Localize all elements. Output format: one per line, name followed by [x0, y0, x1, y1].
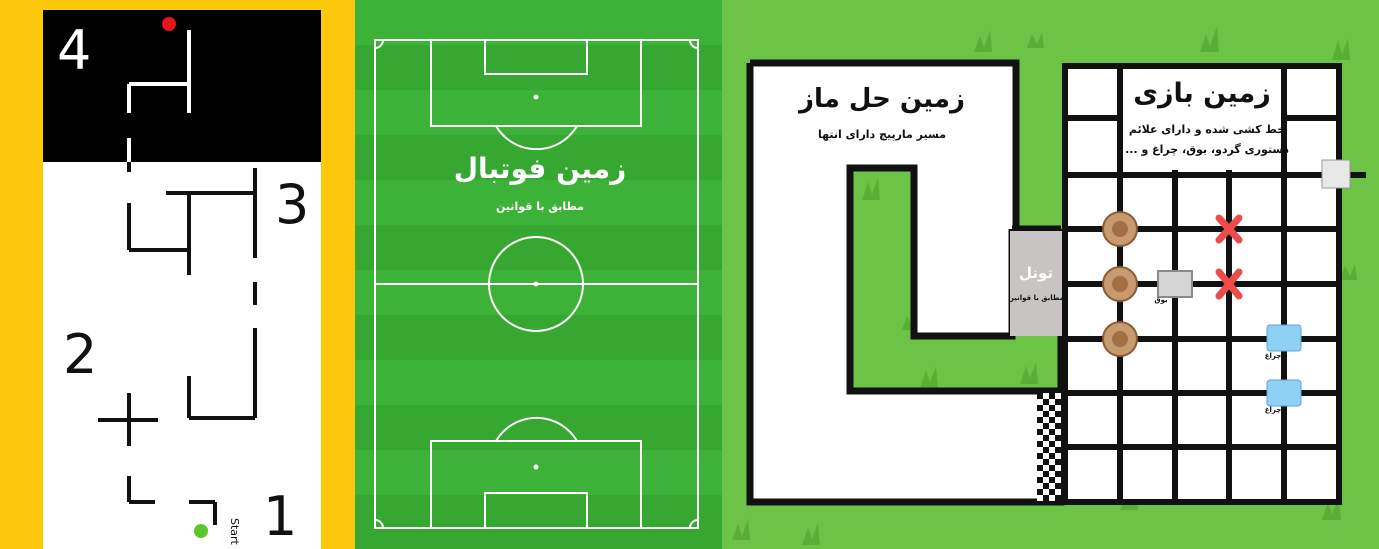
gate-sign [1322, 160, 1350, 188]
tunnel-subtitle: مطابق با قوانین [1008, 294, 1064, 302]
maze-lines: Start [43, 10, 321, 549]
horn-marker [1158, 271, 1192, 297]
walnut-markers [1103, 212, 1137, 356]
maze-field-title: زمین حل ماز [782, 84, 982, 114]
football-pitch [355, 0, 722, 549]
maze-panel: 4 3 2 1 [0, 0, 355, 549]
checker-finish [1037, 393, 1061, 501]
maze-board: 4 3 2 1 [43, 10, 321, 549]
tunnel-title: تونل [1010, 264, 1062, 282]
horn-label: بوق [1150, 296, 1172, 304]
game-field-title: زمین بازی [1112, 78, 1292, 109]
maze-field-subtitle: مسیر مارپیچ دارای انتها [782, 128, 982, 141]
light-label-2: چراغ [1258, 406, 1288, 414]
game-field-subtitle-1: خط کشی شده و دارای علائم [1117, 123, 1297, 136]
maze-lines-top [129, 30, 189, 162]
football-title: زمین فوتبال [415, 152, 665, 185]
start-label: Start [228, 518, 241, 546]
game-panel: زمین حل ماز مسیر مارپیچ دارای انتها زمین… [722, 0, 1379, 549]
football-subtitle: مطابق با قوانین [415, 200, 665, 213]
football-panel: زمین فوتبال مطابق با قوانین [355, 0, 722, 549]
start-dot [194, 524, 208, 538]
game-field-subtitle-2: دستوری گردو، بوق، چراغ و ... [1117, 143, 1297, 156]
finish-dot [162, 17, 176, 31]
light-label-1: چراغ [1258, 352, 1288, 360]
maze-lines-bottom [98, 162, 255, 525]
tunnel [1010, 231, 1062, 336]
